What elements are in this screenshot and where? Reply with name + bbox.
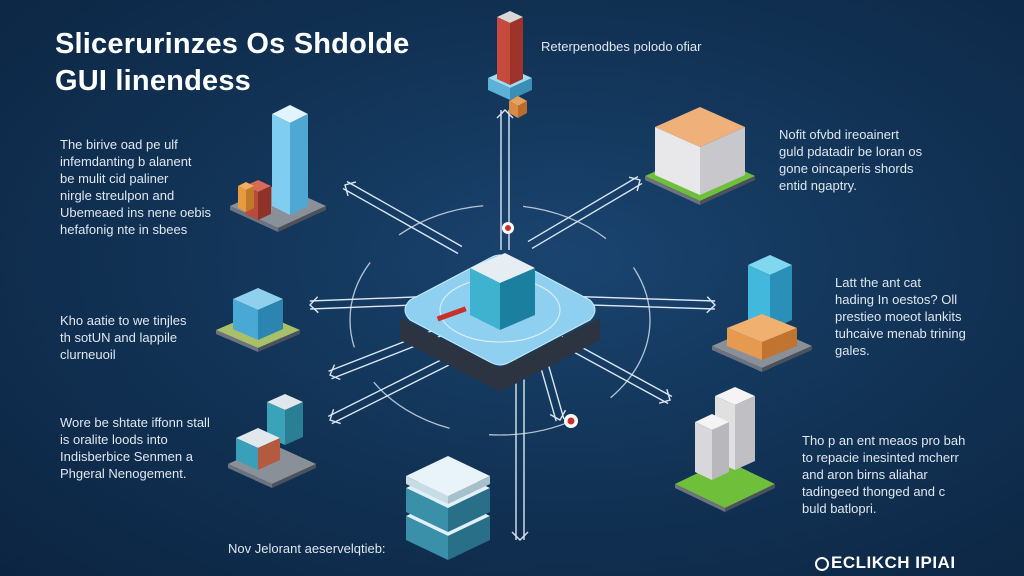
arrow-head <box>658 388 671 404</box>
text-block-left-2: Kho aatie to we tinjles th sotUN and lapp… <box>60 312 186 363</box>
text-block-right-1: Nofit ofvbd ireoainert guld pdatadir be l… <box>779 126 922 194</box>
building-left-3a <box>267 394 303 445</box>
text-line: Indisberbice Senmen a <box>60 449 193 464</box>
text-block-left-3: Wore be shtate iffonn stall is oralite lo… <box>60 414 210 482</box>
arrow-head <box>628 176 641 192</box>
text-line: hefafonig nte in sbees <box>60 222 188 237</box>
text-line: Phgeral Nenogement. <box>60 466 187 481</box>
orbit-ring <box>349 204 651 436</box>
top-label: Reterpenodbes polodo ofiar <box>541 38 701 55</box>
text-block-left-1: The birive oad pe ulf infemdanting b alan… <box>60 136 211 238</box>
page-title: Slicerurinzes Os Shdolde GUI linendess <box>55 26 410 100</box>
arrow-head <box>329 409 341 425</box>
arrow-head <box>344 181 357 197</box>
building-base <box>675 460 775 512</box>
text-line: nirgle streulpon and <box>60 188 175 203</box>
skyscraper-left-1 <box>272 105 308 215</box>
hub-base <box>400 318 600 392</box>
text-line: entid ngaptry. <box>779 178 857 193</box>
text-block-bottom: Nov Jelorant aeservelqtieb: <box>228 540 386 557</box>
warehouse-right-2 <box>727 314 797 360</box>
text-line: gone oincaperis shords <box>779 161 914 176</box>
title-line-1: Slicerurinzes Os Shdolde <box>55 28 410 60</box>
building-left-1c <box>238 182 254 212</box>
arrow-head <box>496 109 514 119</box>
stack-bottom-top <box>406 456 490 504</box>
text-line: Latt the ant cat <box>835 275 922 290</box>
arrow-head <box>309 296 319 314</box>
arrow-head <box>549 409 567 421</box>
text-line: The birive oad pe ulf <box>60 137 178 152</box>
arrow-head <box>511 531 529 541</box>
connector-line <box>346 180 463 248</box>
server-side <box>500 268 535 330</box>
text-line: to repacie inesinted mcherr <box>802 450 959 465</box>
tower-annex <box>509 96 527 118</box>
text-line: be mulit cid paliner <box>60 171 169 186</box>
office-building-right-1 <box>655 107 745 195</box>
text-line: buld batlopri. <box>802 501 877 516</box>
title-line-2: GUI linendess <box>55 65 251 97</box>
text-line: Kho aatie to we tinjles <box>60 313 187 328</box>
text-line: Tho p an ent meaos pro bah <box>802 433 966 448</box>
connector-line <box>560 295 716 302</box>
text-line: clurneuoil <box>60 347 116 362</box>
connector-line <box>527 175 639 243</box>
factory-left-2 <box>233 288 283 340</box>
text-line: Ubemeaed ins nene oebis <box>60 205 212 220</box>
text-line: Nov Jelorant aeservelqtieb: <box>228 541 386 556</box>
server-front <box>470 268 500 330</box>
text-line: th sotUN and lappile <box>60 330 178 345</box>
text-line: is oralite loods into <box>60 432 168 447</box>
text-line: Nofit ofvbd ireoainert <box>779 127 899 142</box>
arrow-head <box>706 296 716 314</box>
text-line: tuhcaive menab trining <box>835 326 966 341</box>
connector-line <box>557 342 669 405</box>
text-line: gales. <box>835 343 870 358</box>
brand-logo: ECLIKCH IPIAI <box>815 553 956 573</box>
text-line: Reterpenodbes polodo ofiar <box>541 39 702 54</box>
text-line: infemdanting b alanent <box>60 154 192 169</box>
connector-line <box>327 350 459 418</box>
text-line: and aron birns aliahar <box>802 467 928 482</box>
arrow-head <box>329 364 341 381</box>
text-line: Wore be shtate iffonn stall <box>60 415 210 430</box>
connector-line <box>331 357 463 425</box>
text-line: tadingeed thonged and c <box>802 484 946 499</box>
globe-icon <box>815 557 829 571</box>
text-line: guld pdatadir be loran os <box>779 144 923 159</box>
tower-building <box>497 11 523 85</box>
building-left-3b <box>236 428 280 470</box>
central-hub <box>400 222 600 428</box>
server-top <box>470 253 535 283</box>
connector-line <box>342 187 459 255</box>
connector-line <box>531 182 643 250</box>
tower-right-3b <box>695 414 729 480</box>
logo-text: ECLIKCH IPIAI <box>831 553 956 572</box>
office-building-right-2 <box>748 255 792 330</box>
text-block-right-3: Tho p an ent meaos pro bah to repacie ine… <box>802 432 965 517</box>
red-rail <box>436 306 467 322</box>
text-line: prestieo moeot lankits <box>835 309 962 324</box>
text-line: hading In oestos? Oll <box>835 292 958 307</box>
text-block-right-2: Latt the ant cat hading In oestos? Oll pre… <box>835 274 966 359</box>
